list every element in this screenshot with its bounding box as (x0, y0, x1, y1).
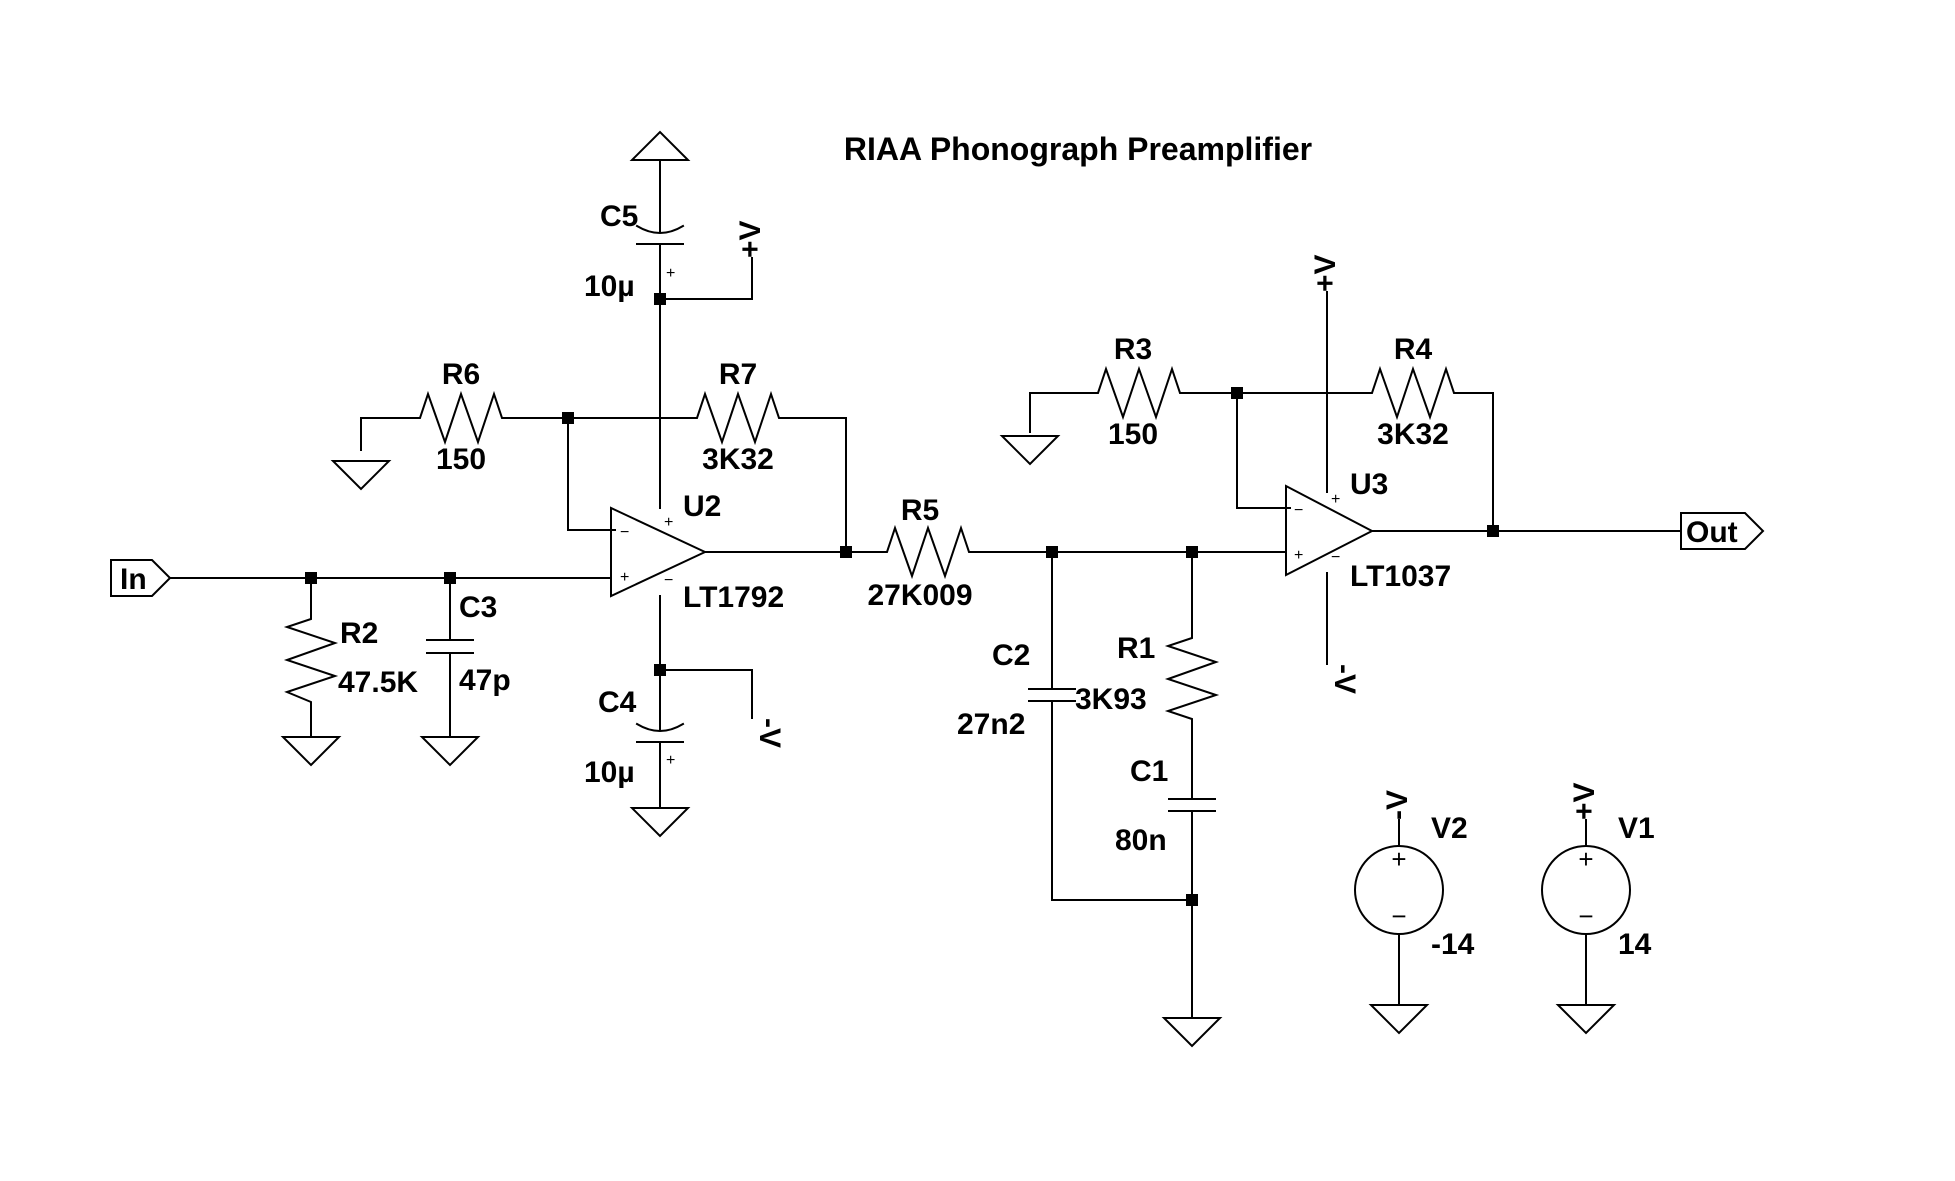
resistor-r3: R3 150 (1090, 333, 1189, 451)
svg-text:R6: R6 (442, 358, 480, 391)
svg-text:R7: R7 (719, 358, 757, 391)
supply-labels: +V -V +V -V -V +V (734, 220, 1601, 820)
capacitor-c5: + C5 10µ (584, 200, 685, 303)
schematic-title: RIAA Phonograph Preamplifier (844, 131, 1312, 167)
svg-text:150: 150 (1108, 418, 1158, 451)
svg-text:−: − (664, 572, 673, 589)
resistor-r4: R4 3K32 (1364, 333, 1463, 451)
svg-text:10µ: 10µ (584, 756, 635, 789)
svg-text:C5: C5 (600, 200, 638, 233)
svg-text:150: 150 (436, 443, 486, 476)
resistor-r5: R5 27K009 (867, 494, 978, 612)
svg-text:C2: C2 (992, 639, 1030, 672)
svg-text:R1: R1 (1117, 632, 1155, 665)
svg-text:47.5K: 47.5K (338, 666, 418, 699)
svg-text:+: + (1391, 844, 1406, 874)
input-port: In (110, 559, 172, 597)
svg-text:R4: R4 (1394, 333, 1433, 366)
ground-symbols (280, 130, 1617, 1048)
opamp-u2: − + + − U2 LT1792 (610, 490, 784, 614)
svg-text:-V: -V (1328, 664, 1361, 694)
svg-text:-V: -V (753, 718, 786, 748)
svg-text:+V: +V (1309, 254, 1342, 292)
svg-text:Out: Out (1686, 516, 1738, 549)
svg-text:+: + (1294, 547, 1303, 564)
svg-text:−: − (620, 524, 629, 541)
svg-text:V2: V2 (1431, 812, 1468, 845)
wires (169, 159, 1682, 1019)
capacitor-c3: C3 47p (426, 591, 511, 697)
svg-text:80n: 80n (1115, 824, 1167, 857)
voltage-source-v1: + − V1 14 (1541, 812, 1655, 961)
output-port: Out (1680, 512, 1765, 550)
svg-text:+: + (620, 569, 629, 586)
svg-text:−: − (1294, 502, 1303, 519)
svg-text:U2: U2 (683, 490, 721, 523)
svg-text:LT1792: LT1792 (683, 581, 784, 614)
capacitor-c1: C1 80n (1115, 755, 1216, 857)
svg-text:27n2: 27n2 (957, 708, 1025, 741)
svg-text:C1: C1 (1130, 755, 1168, 788)
svg-text:+V: +V (734, 220, 767, 258)
svg-text:R3: R3 (1114, 333, 1152, 366)
svg-text:47p: 47p (459, 664, 511, 697)
svg-text:−: − (1578, 901, 1593, 931)
svg-text:+: + (666, 265, 675, 282)
svg-text:14: 14 (1618, 928, 1652, 961)
svg-text:C3: C3 (459, 591, 497, 624)
svg-text:3K32: 3K32 (702, 443, 774, 476)
svg-text:+: + (1331, 491, 1340, 508)
svg-text:R2: R2 (340, 617, 378, 650)
voltage-source-v2: + − V2 -14 (1354, 812, 1475, 961)
svg-text:-V: -V (1381, 790, 1414, 820)
capacitor-c4: + C4 10µ (584, 686, 685, 789)
svg-text:V1: V1 (1618, 812, 1655, 845)
svg-text:3K93: 3K93 (1075, 683, 1147, 716)
resistor-r7: R7 3K32 (689, 358, 788, 476)
svg-text:C4: C4 (598, 686, 637, 719)
junction-dots (305, 293, 1499, 906)
svg-text:−: − (1391, 901, 1406, 931)
resistor-r2: R2 47.5K (283, 611, 418, 711)
resistor-r1: R1 3K93 (1075, 630, 1220, 728)
capacitor-c2: C2 27n2 (957, 639, 1076, 741)
svg-text:+: + (664, 514, 673, 531)
svg-text:+: + (666, 752, 675, 769)
svg-text:LT1037: LT1037 (1350, 560, 1451, 593)
svg-text:U3: U3 (1350, 468, 1388, 501)
svg-text:+V: +V (1568, 782, 1601, 820)
svg-text:+: + (1578, 844, 1593, 874)
svg-text:3K32: 3K32 (1377, 418, 1449, 451)
svg-text:−: − (1331, 549, 1340, 566)
svg-text:-14: -14 (1431, 928, 1475, 961)
resistor-r6: R6 150 (412, 358, 511, 476)
svg-text:27K009: 27K009 (867, 579, 972, 612)
svg-text:10µ: 10µ (584, 270, 635, 303)
svg-text:In: In (120, 563, 147, 596)
opamp-u3: − + + − U3 LT1037 (1285, 468, 1451, 593)
svg-text:R5: R5 (901, 494, 939, 527)
